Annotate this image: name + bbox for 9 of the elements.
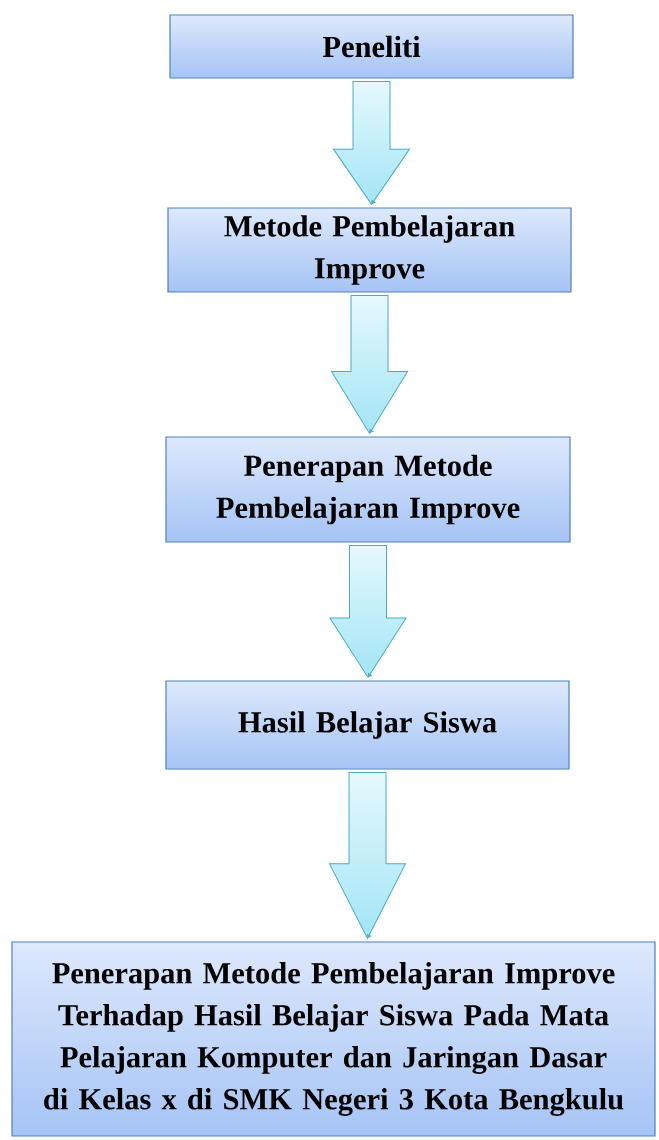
process-box: Metode Pembelajaran Improve	[167, 207, 572, 293]
block-arrow	[333, 81, 410, 205]
process-box: Penerapan Metode Pembelajaran Improve	[165, 436, 571, 543]
block-arrow	[329, 772, 406, 939]
process-box: Penerapan Metode Pembelajaran Improve Terhadap Hasil Belajar Siswa Pada Mata Pelajaran Komputer dan Jaringan Dasar di Kelas x di SMK Negeri 3 Kota Bengkulu	[11, 941, 656, 1137]
block-arrow	[329, 545, 407, 678]
process-box: Peneliti	[169, 14, 574, 79]
block-arrow	[331, 295, 408, 434]
process-box: Hasil Belajar Siswa	[165, 680, 570, 770]
